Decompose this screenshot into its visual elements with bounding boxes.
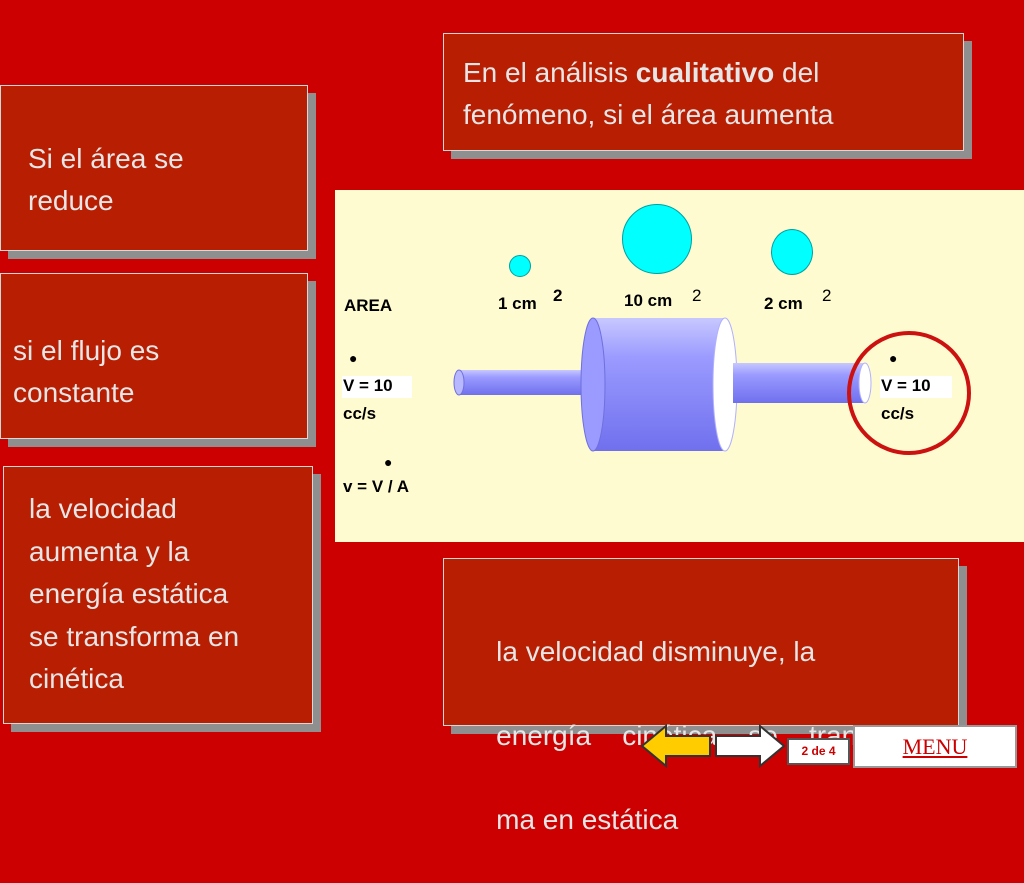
flow-left-line1: V = 10 xyxy=(343,376,393,395)
flow-right-line2: cc/s xyxy=(881,404,915,423)
constant-flow-box: si el flujo es constante xyxy=(0,273,308,439)
vel-up-line4: se transforma en xyxy=(29,620,240,652)
large-area-circle xyxy=(622,204,692,274)
medium-area-exp: 2 xyxy=(822,286,832,305)
page-indicator: 2 de 4 xyxy=(787,738,850,765)
vel-down-line1: la velocidad disminuye, la xyxy=(496,636,816,667)
vel-down-line3: ma en estática xyxy=(496,804,679,835)
flow-left-dot: ● xyxy=(349,350,358,366)
flow-right-line1: V = 10 xyxy=(881,376,931,395)
next-arrow-button[interactable] xyxy=(714,724,786,768)
medium-area-value: 2 cm xyxy=(764,294,803,313)
large-area-exp: 2 xyxy=(692,286,702,305)
analysis-intro-box: En el análisis cualitativo del fenómeno,… xyxy=(443,33,964,151)
highlight-ring xyxy=(847,331,971,455)
area-reduce-box: Si el área se reduce xyxy=(0,85,308,251)
formula-dot: ● xyxy=(384,454,393,470)
large-area-value: 10 cm xyxy=(624,291,673,310)
analysis-intro-text: En el análisis cualitativo del fenómeno,… xyxy=(463,52,833,136)
arrow-left-icon xyxy=(640,724,711,768)
area-reduce-line1: Si el área se xyxy=(28,143,184,174)
area-reduce-line2: reduce xyxy=(28,185,114,216)
prev-arrow-button[interactable] xyxy=(640,724,712,768)
constant-flow-text: si el flujo es constante xyxy=(13,330,159,414)
velocity-increase-box: la velocidad aumenta y la energía estáti… xyxy=(3,466,313,724)
velocity-formula: v = V / A xyxy=(343,477,409,496)
small-area-exp: 2 xyxy=(553,286,563,305)
vel-up-line5: cinética xyxy=(29,663,124,694)
intro-suffix: del xyxy=(774,57,820,88)
wide-pipe xyxy=(580,317,738,452)
pipe-drawing xyxy=(453,317,971,455)
area-reduce-text: Si el área se reduce xyxy=(28,138,184,222)
constant-flow-line2: constante xyxy=(13,377,135,408)
flow-left-label-bg xyxy=(342,376,412,398)
medium-pipe xyxy=(733,362,872,404)
flow-left-line2: cc/s xyxy=(343,404,377,423)
small-area-circle xyxy=(509,255,531,277)
flow-right-dot: ● xyxy=(889,350,898,366)
vel-up-line2: aumenta y la xyxy=(29,535,190,567)
intro-bold: cualitativo xyxy=(635,57,775,88)
constant-flow-line1: si el flujo es xyxy=(13,335,160,366)
intro-prefix: En el análisis xyxy=(463,57,636,88)
intro-line2: fenómeno, si el área aumenta xyxy=(463,99,834,130)
small-area-value: 1 cm xyxy=(498,294,537,313)
flow-right-label-bg xyxy=(880,376,952,398)
pipe-diagram: AREA 1 cm 2 10 cm 2 2 cm 2 ● V = 10 cc/s… xyxy=(335,190,1024,542)
vel-up-line3: energía estática xyxy=(29,578,229,609)
vel-up-line1: la velocidad xyxy=(29,493,177,524)
medium-area-circle xyxy=(771,229,813,275)
menu-button[interactable]: MENU xyxy=(853,725,1017,768)
arrow-right-icon xyxy=(715,724,786,768)
area-label: AREA xyxy=(344,296,393,315)
velocity-increase-text: la velocidad aumenta y la energía estáti… xyxy=(29,488,239,701)
narrow-pipe xyxy=(453,369,594,396)
velocity-decrease-box: la velocidad disminuye, la energía cinét… xyxy=(443,558,959,835)
